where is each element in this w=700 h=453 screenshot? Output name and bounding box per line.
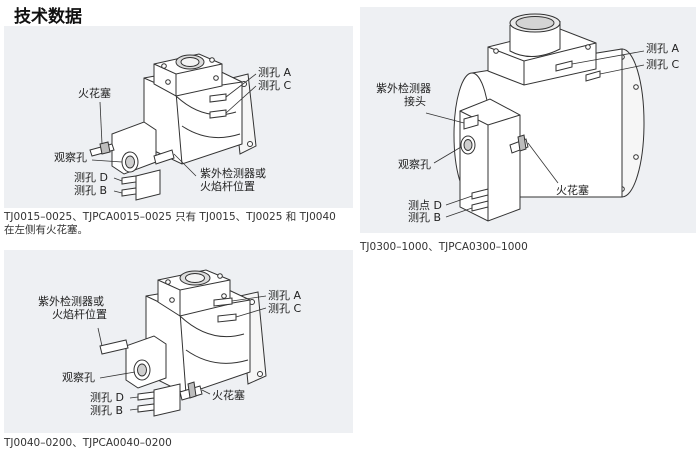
callout-sight-glass: 观察孔 xyxy=(62,371,95,384)
burner-diagram-small: 火花塞 测孔 A 测孔 C 观察孔 紫外检测器或 火焰杆位置 测孔 D 测孔 B xyxy=(4,26,353,208)
callout-spark-plug: 火花塞 xyxy=(556,184,589,197)
callout-test-port-c: 测孔 C xyxy=(646,58,680,71)
callout-uv-detector-line2: 接头 xyxy=(404,95,426,108)
callout-uv-detector-line1: 紫外检测器或 xyxy=(38,295,104,308)
callout-test-port-a: 测孔 A xyxy=(646,42,680,55)
callout-uv-detector-line1: 紫外检测器 xyxy=(376,82,431,95)
page-title: 技术数据 xyxy=(14,7,82,27)
caption-panel3: TJ0040–0200、TJPCA0040–0200 xyxy=(4,437,172,449)
callout-test-point-d: 测点 D xyxy=(408,199,442,212)
burner-diagram-large: 紫外检测器 接头 测孔 A 测孔 C 观察孔 火花塞 测点 D 测孔 B xyxy=(360,7,696,233)
callout-test-port-b: 测孔 B xyxy=(408,211,442,224)
callout-sight-glass: 观察孔 xyxy=(398,158,431,171)
burner-diagram-medium: 紫外检测器或 火焰杆位置 测孔 A 测孔 C 观察孔 测孔 D 测孔 B 火花塞 xyxy=(4,250,353,433)
callout-test-port-d: 测孔 D xyxy=(90,391,124,404)
burner-drawing-medium xyxy=(97,269,267,417)
burner-drawing-small xyxy=(89,53,257,201)
caption-panel2: TJ0300–1000、TJPCA0300–1000 xyxy=(360,241,528,253)
callout-uv-detector-line2: 火焰杆位置 xyxy=(200,180,255,193)
callout-test-port-b: 测孔 B xyxy=(90,404,124,417)
callout-test-port-a: 测孔 A xyxy=(258,66,292,79)
callout-test-port-d: 测孔 D xyxy=(74,171,108,184)
caption-panel1-line2: 在左侧有火花塞。 xyxy=(4,224,88,236)
callout-test-port-a: 测孔 A xyxy=(268,289,302,302)
burner-drawing-large xyxy=(425,13,645,222)
callout-spark-plug: 火花塞 xyxy=(212,389,245,402)
callout-test-port-c: 测孔 C xyxy=(268,302,302,315)
caption-panel1-line1: TJ0015–0025、TJPCA0015–0025 只有 TJ0015、TJ0… xyxy=(4,211,336,223)
callout-uv-detector-line2: 火焰杆位置 xyxy=(52,308,107,321)
callout-test-port-c: 测孔 C xyxy=(258,79,292,92)
callout-spark-plug: 火花塞 xyxy=(78,87,111,100)
callout-uv-detector-line1: 紫外检测器或 xyxy=(200,167,266,180)
callout-sight-glass: 观察孔 xyxy=(54,151,87,164)
callout-test-port-b: 测孔 B xyxy=(74,184,108,197)
